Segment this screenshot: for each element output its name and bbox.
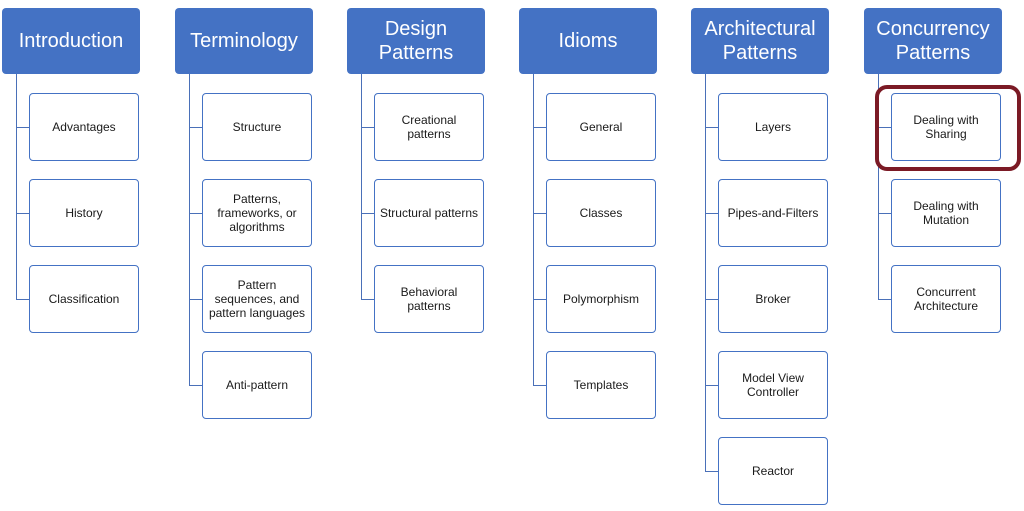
subtopic-box-terminology[interactable]: Pattern sequences, and pattern languages (202, 265, 312, 333)
subtopic-box-introduction[interactable]: Classification (29, 265, 139, 333)
connector-branch (705, 471, 718, 472)
subtopic-box-concurrency-patterns[interactable]: Dealing with Sharing (891, 93, 1001, 161)
subtopic-box-terminology[interactable]: Anti-pattern (202, 351, 312, 419)
subtopic-box-concurrency-patterns[interactable]: Concurrent Architecture (891, 265, 1001, 333)
connector-trunk-design-patterns (361, 74, 362, 300)
subtopic-box-design-patterns[interactable]: Creational patterns (374, 93, 484, 161)
subtopic-box-idioms[interactable]: General (546, 93, 656, 161)
connector-branch (189, 299, 202, 300)
connector-branch (705, 213, 718, 214)
subtopic-box-introduction[interactable]: History (29, 179, 139, 247)
subtopic-box-architectural-patterns[interactable]: Reactor (718, 437, 828, 505)
selected-item-highlight (875, 85, 1021, 171)
category-header-concurrency-patterns[interactable]: Concurrency Patterns (864, 8, 1002, 74)
connector-branch (361, 213, 374, 214)
subtopic-box-concurrency-patterns[interactable]: Dealing with Mutation (891, 179, 1001, 247)
connector-branch (16, 127, 29, 128)
connector-branch (361, 299, 374, 300)
category-header-architectural-patterns[interactable]: Architectural Patterns (691, 8, 829, 74)
connector-trunk-introduction (16, 74, 17, 300)
subtopic-box-architectural-patterns[interactable]: Layers (718, 93, 828, 161)
connector-branch (878, 213, 891, 214)
subtopic-box-idioms[interactable]: Templates (546, 351, 656, 419)
connector-branch (16, 213, 29, 214)
connector-trunk-architectural-patterns (705, 74, 706, 472)
connector-branch (533, 127, 546, 128)
connector-trunk-idioms (533, 74, 534, 386)
category-header-design-patterns[interactable]: Design Patterns (347, 8, 485, 74)
connector-branch (878, 127, 891, 128)
connector-branch (705, 299, 718, 300)
connector-branch (533, 213, 546, 214)
connector-branch (533, 299, 546, 300)
connector-branch (705, 127, 718, 128)
connector-branch (533, 385, 546, 386)
connector-branch (878, 299, 891, 300)
subtopic-box-architectural-patterns[interactable]: Broker (718, 265, 828, 333)
connector-branch (189, 127, 202, 128)
connector-trunk-terminology (189, 74, 190, 386)
connector-branch (361, 127, 374, 128)
connector-branch (705, 385, 718, 386)
category-header-introduction[interactable]: Introduction (2, 8, 140, 74)
subtopic-box-idioms[interactable]: Classes (546, 179, 656, 247)
category-header-idioms[interactable]: Idioms (519, 8, 657, 74)
subtopic-box-architectural-patterns[interactable]: Pipes-and-Filters (718, 179, 828, 247)
subtopic-box-idioms[interactable]: Polymorphism (546, 265, 656, 333)
subtopic-box-design-patterns[interactable]: Behavioral patterns (374, 265, 484, 333)
subtopic-box-architectural-patterns[interactable]: Model View Controller (718, 351, 828, 419)
subtopic-box-terminology[interactable]: Patterns, frameworks, or algorithms (202, 179, 312, 247)
connector-branch (189, 385, 202, 386)
subtopic-box-terminology[interactable]: Structure (202, 93, 312, 161)
connector-branch (16, 299, 29, 300)
connector-branch (189, 213, 202, 214)
category-header-terminology[interactable]: Terminology (175, 8, 313, 74)
subtopic-box-introduction[interactable]: Advantages (29, 93, 139, 161)
connector-trunk-concurrency-patterns (878, 74, 879, 300)
subtopic-box-design-patterns[interactable]: Structural patterns (374, 179, 484, 247)
